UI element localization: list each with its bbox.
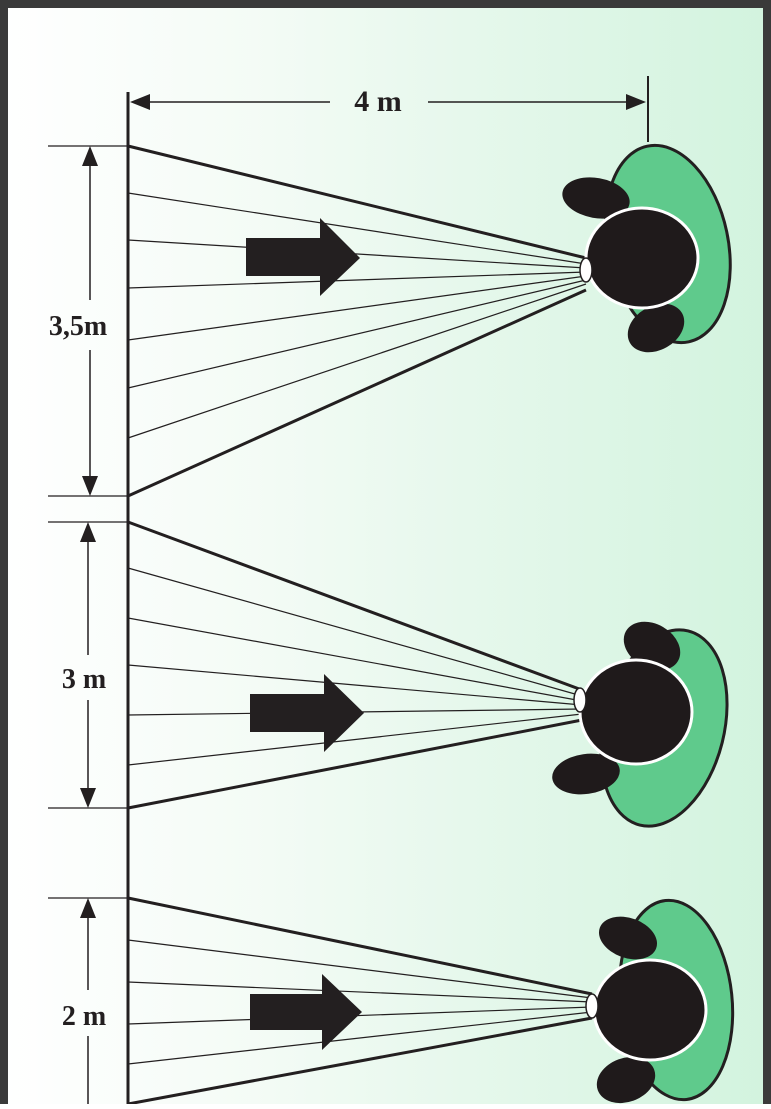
hand-icon [552, 753, 620, 795]
hand-icon [623, 621, 681, 671]
short-arrowhead-top [80, 898, 96, 918]
sight-line [127, 939, 593, 999]
viewer-icon [585, 898, 735, 1104]
nose-icon [573, 687, 587, 713]
hand-icon [627, 303, 685, 353]
sight-line [127, 275, 587, 341]
hand-icon [596, 1056, 656, 1104]
medium-arrowhead-top [80, 522, 96, 542]
tall-sight-lines [127, 144, 587, 498]
sight-line [127, 981, 593, 1003]
tall-arrowhead-top [82, 146, 98, 166]
width-arrowhead-left [130, 94, 150, 110]
sight-line [127, 664, 583, 706]
sight-line [127, 1011, 593, 1065]
sight-line [127, 192, 587, 265]
viewer-icon [552, 621, 729, 828]
width-arrowhead-right [626, 94, 646, 110]
hand-icon [562, 177, 630, 219]
direction-arrow-icon [250, 674, 364, 752]
tall-label: 3,5m [49, 311, 107, 342]
sight-line-edge [127, 1016, 593, 1106]
sight-line [127, 617, 583, 702]
width-dimension: 4 m [130, 76, 649, 142]
sight-line [127, 713, 583, 766]
sight-line-edge [127, 144, 587, 260]
nose-icon [585, 993, 599, 1019]
head-icon [592, 958, 708, 1062]
medium-sight-lines [127, 520, 583, 810]
hand-icon [598, 916, 658, 960]
direction-arrow-icon [250, 974, 362, 1050]
sight-line-edge [127, 718, 583, 810]
screen-section-medium: 3 m [48, 520, 729, 828]
direction-arrow-icon [246, 218, 360, 296]
sight-line [127, 567, 583, 697]
sight-line [127, 239, 587, 269]
sight-line [127, 271, 587, 289]
sight-line [127, 1006, 593, 1025]
medium-label: 3 m [62, 664, 106, 695]
sight-line-edge [127, 896, 593, 996]
viewer-icon [562, 143, 732, 353]
medium-arrowhead-bottom [80, 788, 96, 808]
sight-line-edge [127, 288, 587, 498]
short-label: 2 m [62, 1001, 106, 1032]
screen-section-short: 2 m [48, 896, 735, 1106]
head-icon [578, 658, 694, 766]
width-label: 4 m [354, 85, 402, 118]
nose-icon [579, 257, 593, 283]
screen-section-tall: 3,5m [48, 143, 732, 498]
tall-arrowhead-bottom [82, 476, 98, 496]
sight-line-edge [127, 520, 583, 692]
head-icon [584, 206, 700, 310]
sight-line [127, 283, 587, 439]
short-sight-lines [127, 896, 593, 1106]
sight-line [127, 279, 587, 389]
